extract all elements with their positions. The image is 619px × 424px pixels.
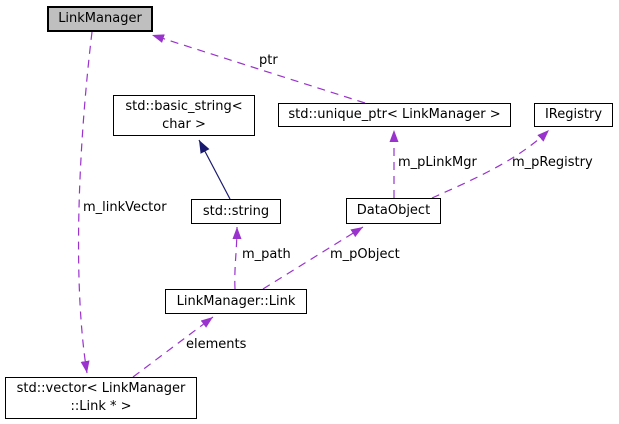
node-std-string[interactable]: std::string xyxy=(191,199,281,224)
edge-m-linkvector xyxy=(77,31,93,374)
edge-label-m-pregistry: m_pRegistry xyxy=(512,155,593,170)
edge-label-elements: elements xyxy=(186,337,247,352)
node-dataobject-label: DataObject xyxy=(356,203,431,218)
node-linkmanager-link[interactable]: LinkManager::Link xyxy=(165,289,307,314)
node-iregistry[interactable]: IRegistry xyxy=(534,103,613,127)
edge-label-m-linkvector: m_linkVector xyxy=(83,200,167,215)
node-std-unique-ptr[interactable]: std::unique_ptr< LinkManager > xyxy=(278,103,511,127)
node-dataobject[interactable]: DataObject xyxy=(346,198,441,224)
node-std-vector-label: std::vector< LinkManager ::Link * > xyxy=(16,381,186,414)
edge-m-pobject xyxy=(262,226,364,290)
node-std-string-label: std::string xyxy=(202,203,270,219)
edge-label-m-path: m_path xyxy=(242,247,291,262)
node-linkmanager-link-label: LinkManager::Link xyxy=(176,293,296,309)
node-std-basic-string[interactable]: std::basic_string< char > xyxy=(113,95,255,136)
edge-label-m-pobject: m_pObject xyxy=(330,247,400,262)
edge-label-ptr: ptr xyxy=(259,53,278,68)
node-linkmanager-label: LinkManager xyxy=(58,11,142,26)
node-std-basic-string-label: std::basic_string< char > xyxy=(125,98,243,132)
edge-elements xyxy=(132,316,214,378)
edge-label-m-plinkmgr: m_pLinkMgr xyxy=(398,155,477,170)
edge-m-path xyxy=(232,226,242,290)
node-std-unique-ptr-label: std::unique_ptr< LinkManager > xyxy=(288,107,501,122)
node-std-vector[interactable]: std::vector< LinkManager ::Link * > xyxy=(5,377,197,419)
node-iregistry-label: IRegistry xyxy=(544,107,603,122)
node-linkmanager[interactable]: LinkManager xyxy=(47,6,153,32)
edge-m-pregistry xyxy=(431,129,550,199)
edge-inheritance-string-basic-string xyxy=(198,139,231,200)
edge-ptr xyxy=(151,34,366,104)
